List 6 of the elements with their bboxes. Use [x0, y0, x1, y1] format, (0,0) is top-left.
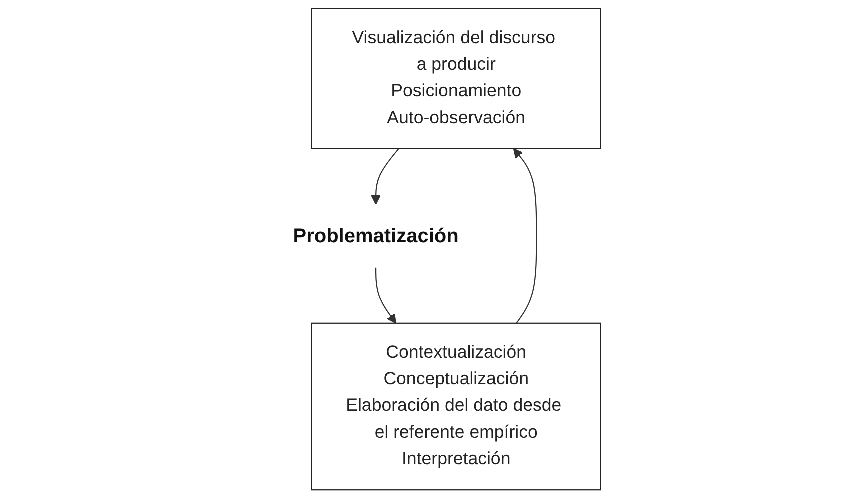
- arrow: [513, 148, 537, 324]
- arrow: [375, 268, 396, 324]
- arrow: [370, 148, 399, 205]
- node-text: Problematización: [292, 224, 459, 247]
- node-box: Contextualización Conceptualización Elaboración del dato desde el referente empírico Interpretación: [310, 322, 602, 491]
- node-box: Visualización del discurso a producir Posicionamiento Auto-observación: [310, 8, 602, 150]
